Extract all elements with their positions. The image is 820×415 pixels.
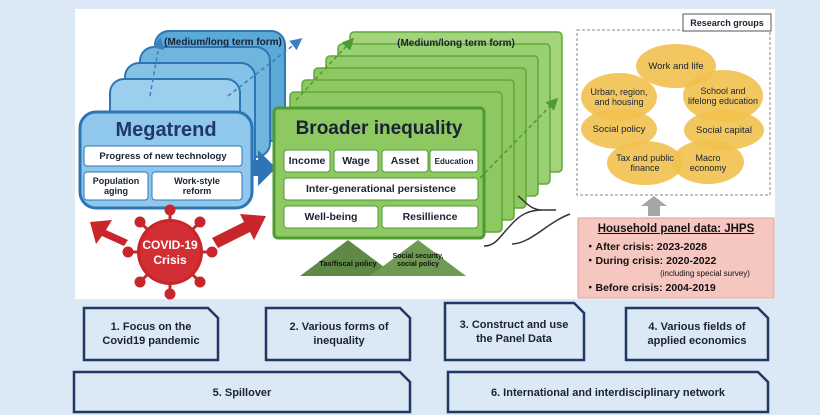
megatrend-aging: Population aging	[92, 176, 140, 196]
inequality-asset: Asset	[390, 155, 420, 167]
inequality-wellbeing: Well-being	[304, 211, 358, 223]
megatrend-technology: Progress of new technology	[99, 150, 227, 162]
megatrend-to-inequality-arrow	[252, 150, 276, 186]
box-spillover: 5. Spillover	[212, 387, 272, 399]
covid-label-line1: COVID-19	[142, 238, 198, 252]
field-macro-economy: Macro economy	[689, 153, 727, 173]
megatrend-workstyle: Work-style reform	[174, 176, 220, 196]
megatrend-stack	[78, 30, 303, 210]
box-covid-focus: 1. Focus on the Covid19 pandemic	[102, 321, 200, 347]
inequality-income: Income	[288, 155, 326, 167]
social-policy-triangle	[370, 240, 466, 276]
covid-virus-icon	[122, 204, 218, 300]
inequality-title: Broader inequality	[295, 118, 463, 139]
covid-label-line2: Crisis	[153, 253, 187, 267]
inequality-wage: Wage	[342, 155, 370, 167]
inequality-form-label: (Medium/long term form)	[397, 37, 515, 49]
field-tax-public-finance: Tax and public finance	[616, 153, 674, 173]
panel-during-crisis: ・During crisis: 2020-2022	[585, 254, 717, 267]
covid-to-inequality-arrow	[212, 214, 266, 248]
panel-special-survey-note: (including special survey)	[660, 268, 750, 278]
box-panel-data: 3. Construct and use the Panel Data	[459, 319, 569, 345]
inequality-intergenerational: Inter-generational persistence	[306, 183, 456, 195]
field-school-education: School and lifelong education	[687, 86, 759, 106]
box-applied-economics: 4. Various fields of applied economics	[647, 321, 747, 347]
research-fields	[581, 44, 764, 185]
box-international-network: 6. International and interdisciplinary n…	[490, 387, 726, 399]
social-policy-label: Social security, social policy	[392, 253, 444, 268]
inequality-resilience: Resillience	[402, 211, 458, 223]
field-urban-region-housing: Urban, region, and housing	[590, 87, 648, 107]
panel-before-crisis: ・Before crisis: 2004-2019	[585, 281, 716, 294]
box-inequality-forms: 2. Various forms of inequality	[289, 321, 389, 347]
bottom-boxes	[72, 301, 770, 414]
megatrend-title: Megatrend	[115, 118, 217, 141]
field-social-policy: Social policy	[592, 123, 646, 135]
inequality-stack	[272, 31, 563, 240]
brace-connector	[483, 195, 556, 247]
up-arrow	[641, 196, 667, 216]
inequality-education: Education	[434, 156, 474, 166]
covid-to-megatrend-arrow	[90, 220, 128, 246]
panel-after-crisis: ・After crisis: 2023-2028	[585, 240, 707, 253]
field-social-capital: Social capital	[696, 124, 752, 136]
household-panel-box	[577, 217, 775, 299]
tax-policy-label: Tax/fiscal policy	[319, 258, 377, 268]
field-work-and-life: Work and life	[648, 60, 704, 72]
research-groups-header-box	[682, 13, 772, 32]
research-groups-box	[576, 29, 771, 196]
research-groups-header: Research groups	[690, 17, 764, 28]
tax-policy-triangle	[300, 240, 396, 276]
megatrend-form-label: (Medium/long term form)	[164, 36, 282, 48]
panel-title: Household panel data: JHPS	[597, 223, 755, 235]
